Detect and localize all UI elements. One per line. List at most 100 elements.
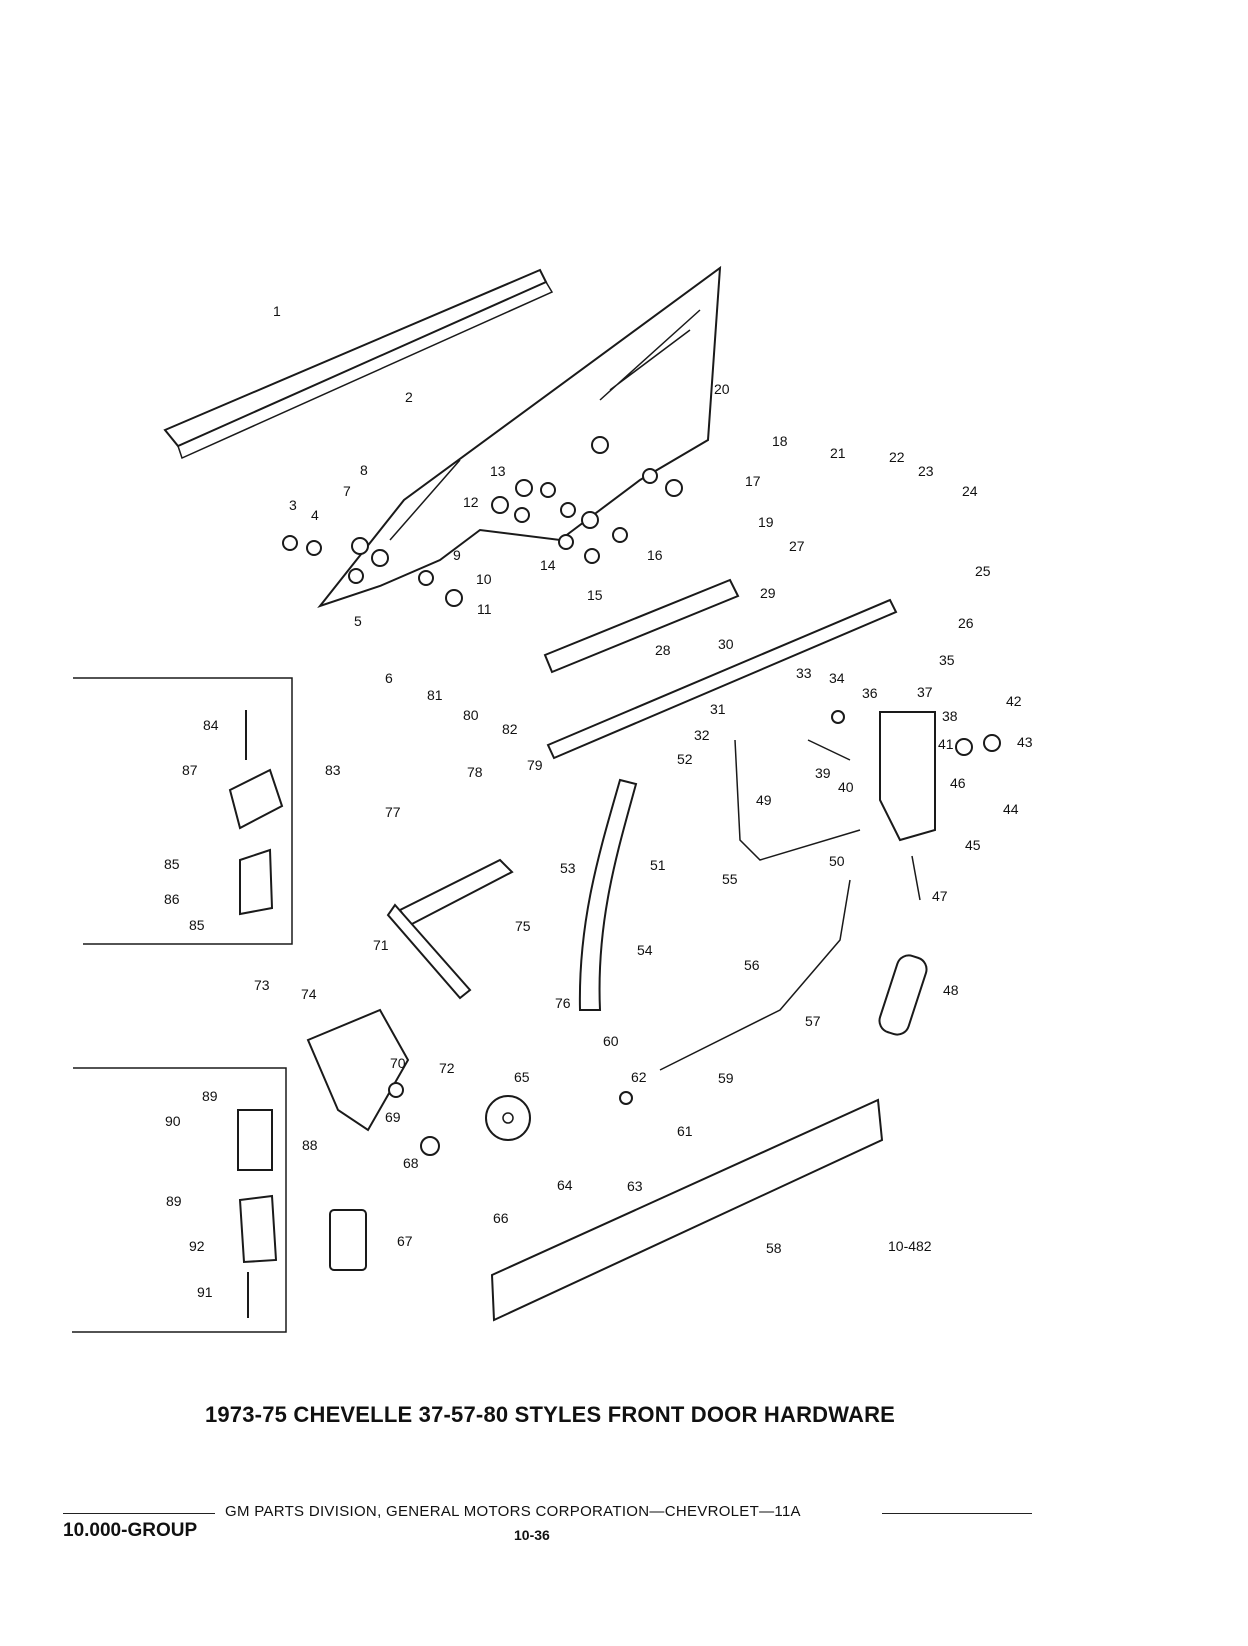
callout-84: 84: [203, 717, 219, 733]
footer-rule-right: [882, 1513, 1032, 1514]
callout-52: 52: [677, 751, 693, 767]
inset-box-lower-hinge: [72, 1067, 287, 1333]
callout-85b: 85: [189, 917, 205, 933]
front-run-channel: [578, 778, 638, 1011]
callout-18: 18: [772, 433, 788, 449]
hinge-pins: [245, 710, 249, 1318]
power-lock-actuator: [878, 954, 928, 1036]
callout-56: 56: [744, 957, 760, 973]
callout-20: 20: [714, 381, 730, 397]
window-motor: [329, 1209, 367, 1271]
fasteners: [282, 436, 1001, 1156]
callout-59: 59: [718, 1070, 734, 1086]
callout-5: 5: [354, 613, 362, 629]
glass-run-channel: [163, 268, 554, 460]
callout-91: 91: [197, 1284, 213, 1300]
callout-11: 11: [477, 601, 492, 617]
callout-86: 86: [164, 891, 180, 907]
callout-89b: 89: [166, 1193, 182, 1209]
callout-13: 13: [490, 463, 506, 479]
lower-sash-channel: [543, 578, 740, 674]
callout-25: 25: [975, 563, 991, 579]
callout-17: 17: [745, 473, 761, 489]
callout-12: 12: [463, 494, 479, 510]
callout-63: 63: [627, 1178, 643, 1194]
callout-66: 66: [493, 1210, 509, 1226]
callout-36: 36: [862, 685, 878, 701]
callout-15: 15: [587, 587, 603, 603]
callout-35: 35: [939, 652, 955, 668]
callout-48: 48: [943, 982, 959, 998]
callout-60: 60: [603, 1033, 619, 1049]
figure-number: 10-482: [888, 1238, 932, 1254]
callout-24: 24: [962, 483, 978, 499]
callout-31: 31: [710, 701, 726, 717]
callout-74: 74: [301, 986, 317, 1002]
lower-hinge: [237, 1109, 278, 1264]
callout-43: 43: [1017, 734, 1033, 750]
callout-6: 6: [385, 670, 393, 686]
callout-49: 49: [756, 792, 772, 808]
callout-51: 51: [650, 857, 666, 873]
lower-trim-molding: [490, 1098, 884, 1322]
callout-78: 78: [467, 764, 483, 780]
callout-22: 22: [889, 449, 905, 465]
callout-40: 40: [838, 779, 854, 795]
callout-46: 46: [950, 775, 966, 791]
callout-70: 70: [390, 1055, 406, 1071]
callout-19: 19: [758, 514, 774, 530]
callout-58: 58: [766, 1240, 782, 1256]
callout-68: 68: [403, 1155, 419, 1171]
inset-box-upper-hinge: [73, 677, 293, 945]
callout-33: 33: [796, 665, 812, 681]
callout-62: 62: [631, 1069, 647, 1085]
callout-7: 7: [343, 483, 351, 499]
callout-82: 82: [502, 721, 518, 737]
callout-47: 47: [932, 888, 948, 904]
callout-76: 76: [555, 995, 571, 1011]
callout-50: 50: [829, 853, 845, 869]
callout-72: 72: [439, 1060, 455, 1076]
callout-53: 53: [560, 860, 576, 876]
callout-29: 29: [760, 585, 776, 601]
callout-85a: 85: [164, 856, 180, 872]
drum: [485, 1095, 531, 1141]
callout-80: 80: [463, 707, 479, 723]
page-title: 1973-75 CHEVELLE 37-57-80 STYLES FRONT D…: [204, 1402, 896, 1427]
callout-54: 54: [637, 942, 653, 958]
door-lock-assembly: [879, 711, 936, 842]
callout-3: 3: [289, 497, 297, 513]
callout-55: 55: [722, 871, 738, 887]
callout-32: 32: [694, 727, 710, 743]
callout-69: 69: [385, 1109, 401, 1125]
callout-4: 4: [311, 507, 319, 523]
callout-42: 42: [1006, 693, 1022, 709]
callout-90: 90: [165, 1113, 181, 1129]
callout-67: 67: [397, 1233, 413, 1249]
callout-41: 41: [938, 736, 954, 752]
lock-rods: [659, 739, 921, 1071]
callout-87: 87: [182, 762, 198, 778]
callout-16: 16: [647, 547, 663, 563]
upper-hinge: [228, 768, 284, 916]
callout-9: 9: [453, 547, 461, 563]
callout-65: 65: [514, 1069, 530, 1085]
callout-labels: 1 2 3 4 5 6 7 8 9 10 11 12 13 14 15 16 1…: [164, 303, 1033, 1300]
callout-26: 26: [958, 615, 974, 631]
callout-34: 34: [829, 670, 845, 686]
callout-39: 39: [815, 765, 831, 781]
callout-75: 75: [515, 918, 531, 934]
page-number: 10-36: [514, 1527, 550, 1543]
callout-79: 79: [527, 757, 543, 773]
callout-21: 21: [830, 445, 846, 461]
callout-30: 30: [718, 636, 734, 652]
callout-57: 57: [805, 1013, 821, 1029]
footer-rule-left: [63, 1513, 215, 1514]
door-glass: [317, 265, 722, 609]
callout-73: 73: [254, 977, 270, 993]
footer-division: GM PARTS DIVISION, GENERAL MOTORS CORPOR…: [225, 1503, 801, 1520]
callout-23: 23: [918, 463, 934, 479]
callout-14: 14: [540, 557, 556, 573]
callout-2: 2: [405, 389, 413, 405]
